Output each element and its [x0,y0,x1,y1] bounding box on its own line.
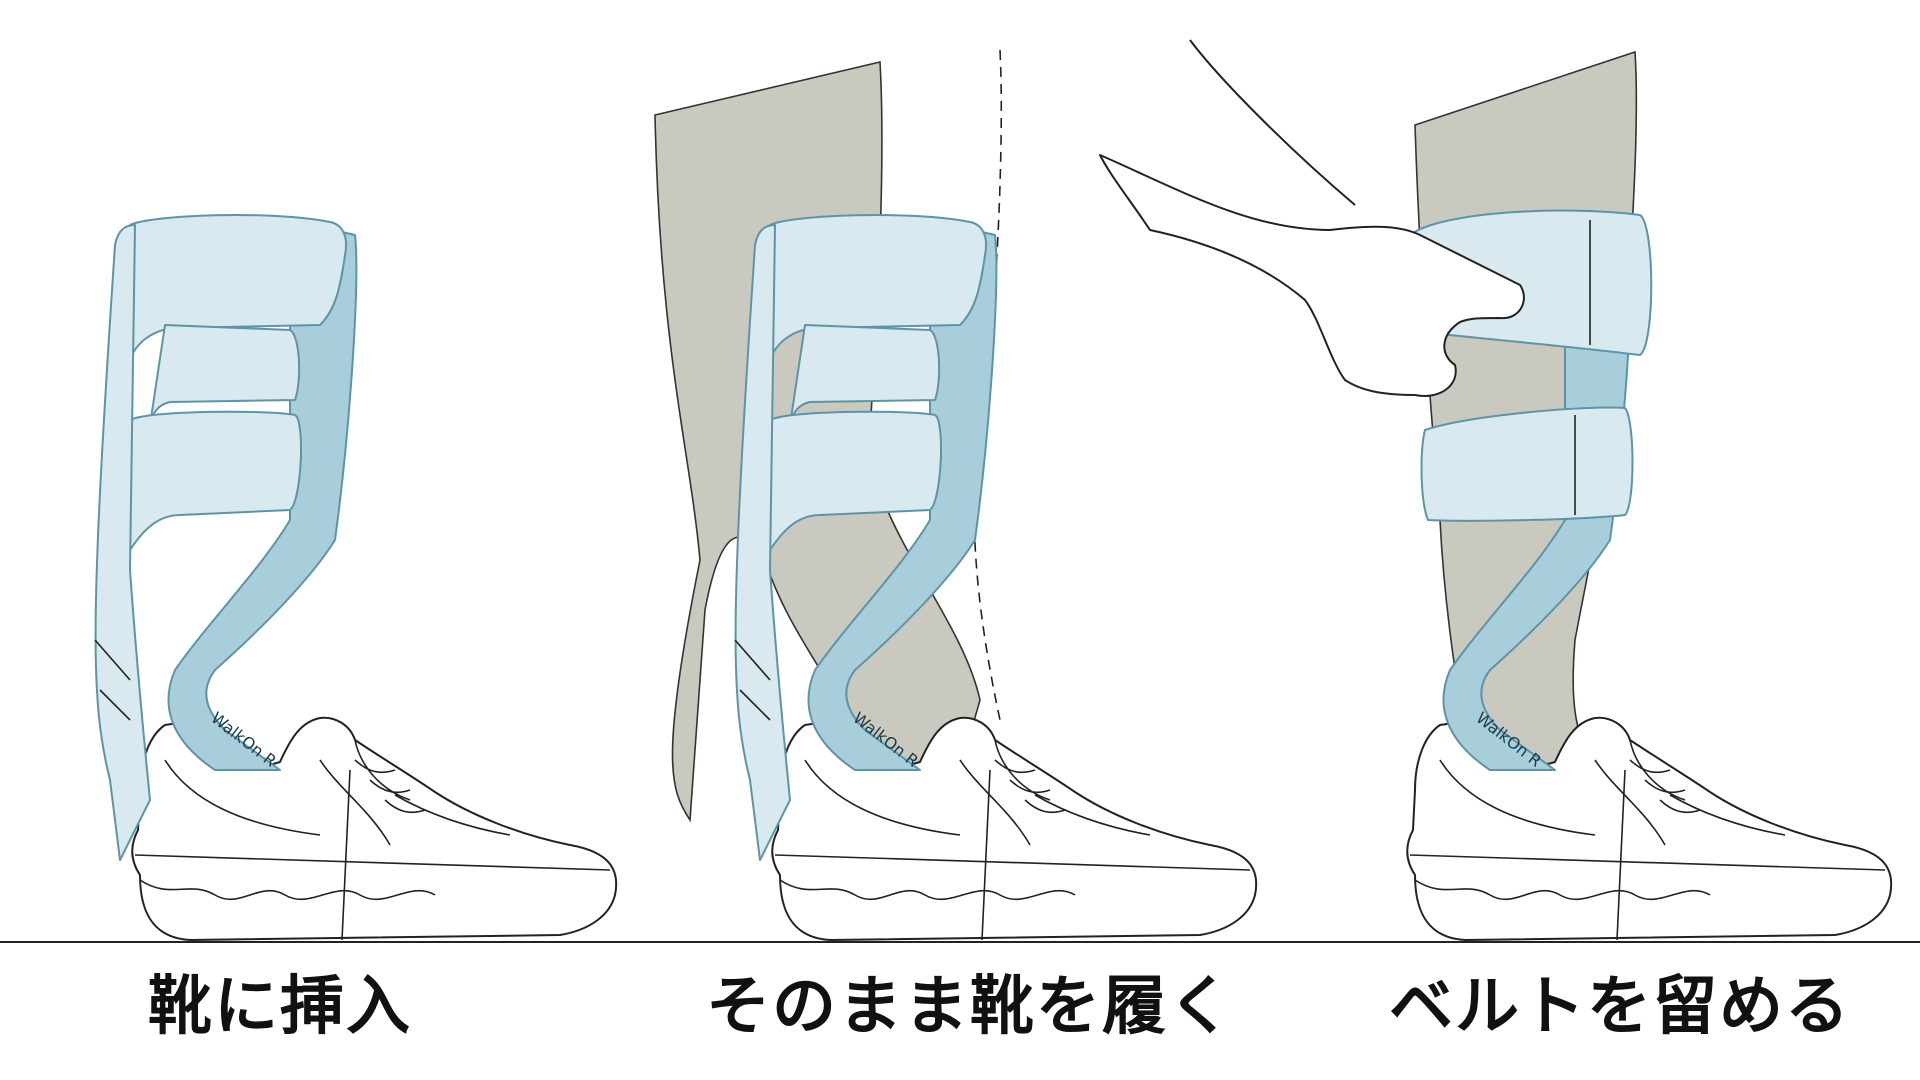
step-1-illustration: WalkOn R [94,213,618,941]
step-1-caption: 靴に挿入 [148,970,412,1044]
hand [1099,39,1525,397]
step-3-caption: ベルトを留める [1389,970,1851,1044]
step-3-illustration: WalkOn R [1099,39,1893,941]
lower-strap [1420,406,1634,522]
step-2-illustration: WalkOn R [654,49,1258,941]
step-2-caption: そのまま靴を履く [706,970,1234,1044]
